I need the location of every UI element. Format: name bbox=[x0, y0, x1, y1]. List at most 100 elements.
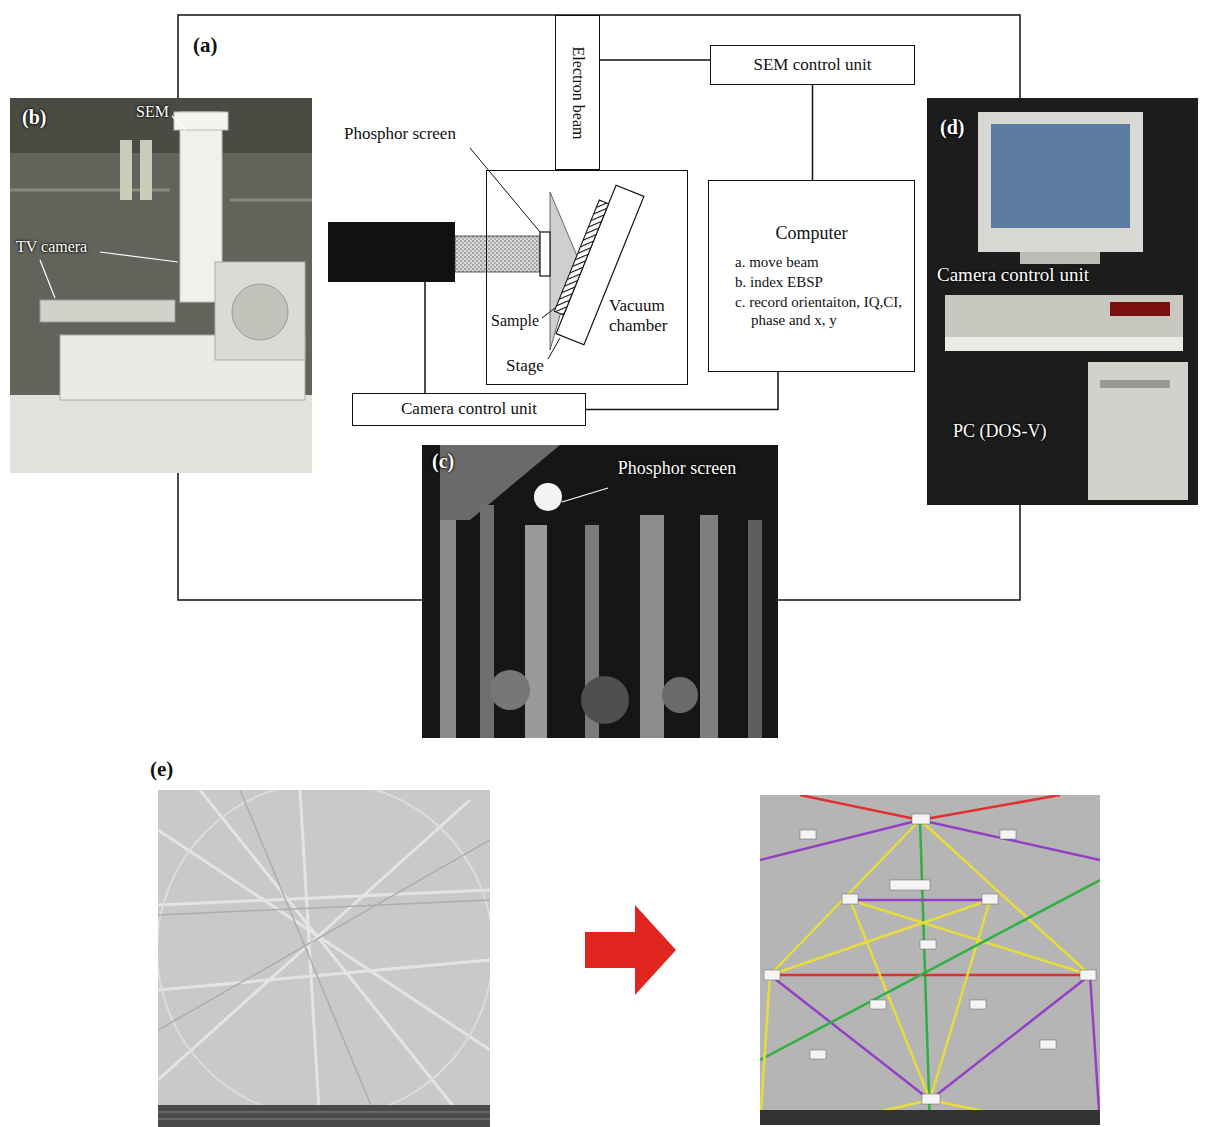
indexed-pattern-part bbox=[760, 880, 1100, 1060]
sem-photo bbox=[10, 98, 312, 473]
indexed-pattern-part bbox=[930, 975, 1090, 1100]
computer-photo bbox=[927, 98, 1198, 505]
indexed-pattern-part bbox=[800, 795, 920, 820]
part-label: Stage bbox=[506, 356, 544, 376]
indexed-pattern-part bbox=[770, 900, 990, 975]
panel-letter: (b) bbox=[22, 106, 46, 129]
indexed-pattern-part bbox=[810, 1050, 826, 1059]
computer-photo-part bbox=[1088, 362, 1188, 500]
indexed-pattern-part bbox=[1090, 975, 1100, 1125]
ebsp-pattern bbox=[157, 782, 493, 1127]
part-label: Camera control unit bbox=[937, 264, 1089, 286]
chamber-photo-part bbox=[562, 488, 608, 502]
sem-photo-part bbox=[230, 199, 312, 202]
schematic-chamber-part bbox=[542, 308, 555, 318]
computer-photo-part bbox=[1020, 252, 1100, 264]
indexed-pattern-part bbox=[912, 814, 930, 824]
chamber-photo-part bbox=[422, 445, 778, 738]
part-label: PC (DOS-V) bbox=[953, 421, 1047, 442]
ebsp-pattern-part bbox=[158, 790, 490, 1118]
box-title: Computer bbox=[719, 223, 904, 245]
indexed-pattern-part bbox=[764, 970, 780, 980]
indexed-pattern-part bbox=[870, 1000, 886, 1009]
part-label: SEM bbox=[136, 103, 169, 121]
red-arrow-part bbox=[585, 905, 676, 995]
chamber-photo bbox=[422, 445, 778, 738]
indexed-pattern-part bbox=[920, 940, 936, 949]
panel-letter: (d) bbox=[940, 116, 964, 139]
schematic-chamber-part bbox=[554, 200, 608, 315]
ebsp-pattern-part bbox=[158, 790, 490, 1127]
chamber-photo-part bbox=[581, 676, 629, 724]
indexed-pattern-part bbox=[760, 795, 1100, 1125]
part-label: TV camera bbox=[16, 238, 87, 256]
indexed-pattern-part bbox=[890, 880, 930, 890]
schematic-chamber-part bbox=[424, 282, 426, 393]
chamber-photo-part bbox=[525, 525, 547, 738]
ebsp-pattern-part bbox=[158, 960, 490, 990]
ebsp-pattern-part bbox=[158, 830, 490, 1050]
chamber-photo-part bbox=[662, 677, 698, 713]
indexed-pattern-part bbox=[1040, 1040, 1056, 1049]
control-unit-box: Camera control unit bbox=[352, 393, 586, 426]
indexed-pattern-part bbox=[1080, 970, 1096, 980]
indexed-pattern-part bbox=[920, 820, 1100, 860]
sem-photo-part bbox=[215, 262, 305, 360]
chamber-photo-part bbox=[490, 670, 530, 710]
indexed-pattern-part bbox=[850, 899, 990, 902]
beam-label: Electron beam bbox=[568, 20, 587, 165]
sem-photo-part bbox=[40, 300, 175, 322]
part-label: Sample bbox=[491, 312, 539, 330]
ebsp-pattern-part bbox=[158, 900, 490, 915]
ebsp-pattern-part bbox=[158, 1112, 490, 1113]
part-label: Phosphor screen bbox=[344, 124, 456, 144]
indexed-pattern-part bbox=[922, 1094, 940, 1104]
box-item: a. move beam bbox=[719, 253, 904, 271]
indexed-pattern-part bbox=[760, 1110, 1100, 1125]
panel-letter: (e) bbox=[150, 757, 173, 781]
panel-letter: (c) bbox=[432, 450, 454, 473]
sem-photo-part bbox=[10, 395, 312, 473]
sem-photo-part bbox=[232, 284, 288, 340]
indexed-pattern-part bbox=[930, 900, 990, 1100]
computer-photo-part bbox=[945, 337, 1183, 351]
indexed-pattern-part bbox=[770, 974, 1090, 977]
sem-photo-part bbox=[120, 140, 132, 200]
indexed-pattern-part bbox=[800, 830, 816, 839]
indexed-pattern-part bbox=[1000, 830, 1016, 839]
chamber-photo-part bbox=[640, 515, 664, 738]
schematic-chamber-part bbox=[470, 148, 540, 232]
sem-photo-part bbox=[10, 98, 312, 473]
computer-photo-part bbox=[978, 112, 1143, 252]
computer-box: Computera. move beamb. index EBSPc. reco… bbox=[708, 180, 915, 372]
connector-line bbox=[586, 372, 778, 410]
schematic-chamber-part bbox=[540, 232, 550, 276]
sem-photo-part bbox=[40, 260, 55, 298]
sem-photo-part bbox=[100, 252, 178, 262]
ebsp-pattern-part bbox=[200, 790, 470, 1127]
indexed-pattern-part bbox=[970, 1000, 986, 1009]
indexed-pattern-part bbox=[982, 894, 998, 904]
chamber-photo-part bbox=[480, 505, 494, 738]
chamber-label: Vacuum chamber bbox=[609, 296, 681, 337]
vacuum-chamber-box: Vacuum chamber bbox=[486, 170, 688, 385]
part-label: Phosphor screen bbox=[612, 458, 742, 479]
box-title: Camera control unit bbox=[361, 399, 577, 419]
schematic-chamber-part bbox=[548, 338, 560, 359]
chamber-photo-part bbox=[534, 483, 562, 511]
computer-photo-part bbox=[1100, 380, 1170, 388]
indexed-pattern-part bbox=[770, 820, 920, 975]
ebsp-pattern-part bbox=[158, 840, 490, 1030]
panel-letter: (a) bbox=[193, 33, 218, 57]
indexed-pattern-part bbox=[842, 894, 858, 904]
indexed-pattern-part bbox=[760, 820, 920, 860]
indexed-pattern-part bbox=[920, 795, 1060, 820]
connector-line bbox=[812, 85, 814, 180]
computer-photo-part bbox=[1110, 302, 1170, 316]
sem-photo-part bbox=[10, 98, 312, 153]
indexed-pattern-part bbox=[760, 975, 770, 1125]
chamber-photo-part bbox=[440, 520, 456, 738]
computer-photo-part bbox=[927, 98, 1198, 505]
